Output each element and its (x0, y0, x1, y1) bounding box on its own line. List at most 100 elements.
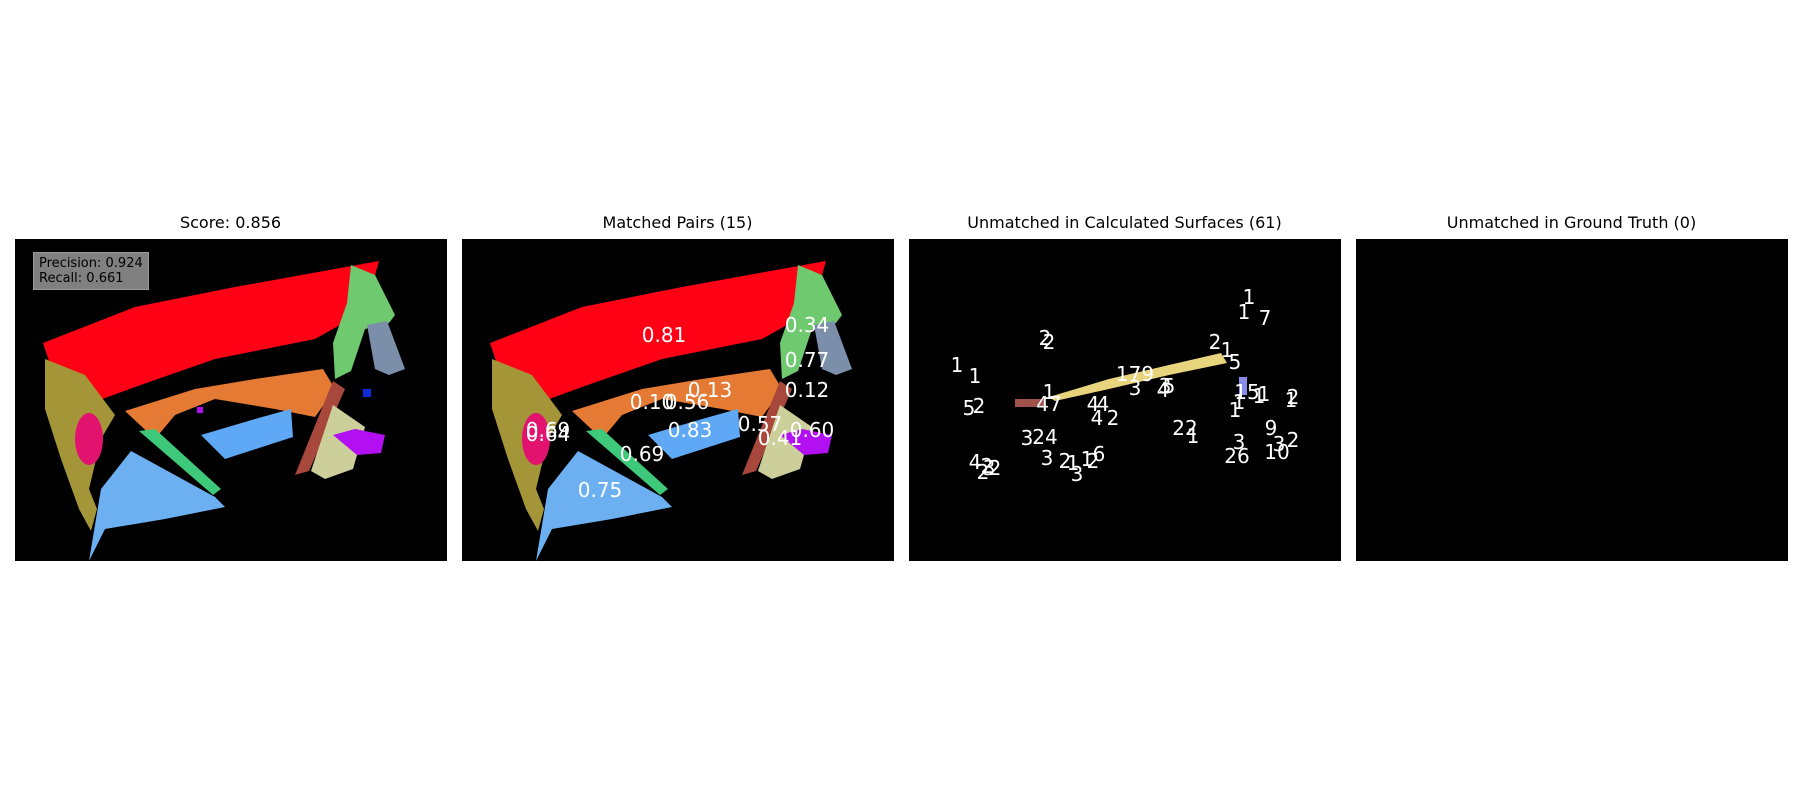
unmatched-count-label: 1 (1285, 388, 1298, 412)
unmatched-count-label: 1 (1187, 424, 1200, 448)
matched-segment-red (490, 261, 826, 409)
unmatched-count-label: 2 (1039, 326, 1052, 350)
unmatched-count-label: 3 (1129, 376, 1142, 400)
unmatched-count-label: 3 (1233, 430, 1246, 454)
unmatched-count-label: 1 (1067, 451, 1080, 475)
unmatched-count-label: 24 (1032, 425, 1057, 449)
matched-score-label: 0.77 (785, 348, 830, 372)
panel-title-unmatched-ground-truth: Unmatched in Ground Truth (0) (1446, 213, 1697, 232)
unmatched-count-label: 4 (1087, 392, 1100, 416)
segment-small-purple (197, 407, 203, 413)
matched-score-label: 0.83 (668, 418, 713, 442)
segment-teal-green (139, 429, 221, 495)
unmatched-count-label: 2 (981, 454, 994, 478)
unmatched-count-label: 1 (1238, 300, 1251, 324)
unmatched-count-label: 1 (1258, 382, 1271, 406)
unmatched-count-label: 3 (1021, 426, 1034, 450)
matched-segment-slate (814, 321, 852, 375)
unmatched-ground-truth-panel (1356, 239, 1788, 561)
matched-score-label: 0.81 (642, 323, 687, 347)
panel-title-score: Score: 0.856 (179, 213, 282, 232)
segment-green (333, 265, 395, 379)
unmatched-count-label: 26 (1224, 444, 1249, 468)
unmatched-count-label: 1 (1081, 447, 1094, 471)
recall-label: Recall: 0.661 (39, 271, 124, 286)
unmatched-count-label: 2 (973, 394, 986, 418)
unmatched-count-label: 1 (951, 353, 964, 377)
unmatched-count-label: 2 (1059, 449, 1072, 473)
segment-pink (75, 413, 103, 465)
unmatched-count-label: 2 (1043, 330, 1056, 354)
matched-score-label: 0.10 (630, 390, 675, 414)
unmatched-count-label: 9 (1265, 416, 1278, 440)
unmatched-count-label: 1 (1229, 398, 1242, 422)
unmatched-count-label: 15 (1234, 380, 1259, 404)
unmatched-count-label: 2 (1209, 330, 1222, 354)
unmatched-count-label: 4 (1157, 378, 1170, 402)
matched-score-label: 0.57 (738, 412, 783, 436)
segment-small-blue (363, 389, 371, 397)
unmatched-count-label: 3 (983, 456, 996, 480)
matched-score-label: 0.12 (785, 378, 830, 402)
segment-light-blue (89, 451, 225, 561)
unmatched-count-label: 4 (969, 450, 982, 474)
matched-score-label: 0.56 (665, 390, 710, 414)
unmatched-count-label: 47 (1036, 392, 1061, 416)
matched-segment-magenta (780, 429, 832, 455)
unmatched-count-label: 2 (989, 456, 1002, 480)
unmatched-count-label: 22 (1172, 416, 1197, 440)
matched-segment-khaki (758, 405, 812, 479)
matched-score-label: 0.64 (526, 422, 571, 446)
unmatched-count-label: 179 (1116, 362, 1154, 386)
unmatched-count-label: 2 (1087, 449, 1100, 473)
unmatched-count-label: 6 (1093, 442, 1106, 466)
unmatched-count-label: 4 (1091, 406, 1104, 430)
unmatched-count-label: 1 (1221, 338, 1234, 362)
unmatched-segment-brown-strip (1015, 399, 1045, 407)
unmatched-count-label: 10 (1264, 440, 1289, 464)
unmatched-count-label: 5 (963, 396, 976, 420)
metrics-box: Precision: 0.924 Recall: 0.661 (33, 252, 149, 290)
unmatched-count-label: 2 (1107, 406, 1120, 430)
panel-title-unmatched-calculated: Unmatched in Calculated Surfaces (61) (967, 213, 1282, 232)
matched-segment-brown (742, 381, 792, 475)
unmatched-count-label: 3 (1071, 462, 1084, 486)
unmatched-count-label: 5 (1163, 374, 1176, 398)
unmatched-segment-blue (1239, 377, 1247, 395)
matched-score-label: 0.34 (785, 313, 830, 337)
unmatched-count-label: 4 (1097, 392, 1110, 416)
matched-segment-blue-small (648, 409, 740, 459)
unmatched-count-label: 3 (1273, 432, 1286, 456)
matched-score-label: 0.60 (790, 418, 835, 442)
unmatched-count-label: 2 (1287, 385, 1300, 409)
segment-magenta (333, 429, 385, 455)
segment-blue-small (201, 409, 293, 459)
matched-segment-orange (572, 369, 782, 439)
unmatched-count-label: 3 (1041, 446, 1054, 470)
unmatched-count-label: 2 (977, 460, 990, 484)
score-segmentation-panel: Precision: 0.924 Recall: 0.661 (15, 239, 447, 561)
panel-title-matched-pairs: Matched Pairs (15) (602, 213, 753, 232)
matched-segment-teal-green (586, 429, 668, 495)
matched-score-label: 0.69 (620, 442, 665, 466)
segment-orange (125, 369, 335, 439)
precision-label: Precision: 0.924 (39, 256, 143, 271)
matched-segment-pink (522, 413, 550, 465)
unmatched-segment-yellow-strip (1049, 353, 1227, 401)
unmatched-count-label: 1 (1243, 285, 1256, 309)
matched-score-label: 0.13 (688, 378, 733, 402)
matched-score-label: 0.75 (578, 478, 623, 502)
unmatched-count-label: 1 (969, 364, 982, 388)
unmatched-count-label: 5 (1229, 350, 1242, 374)
unmatched-count-label: 1 (1043, 380, 1056, 404)
matched-score-label: 0.69 (526, 418, 571, 442)
unmatched-count-label: 2 (1287, 428, 1300, 452)
unmatched-count-label: 7 (1259, 306, 1272, 330)
segment-khaki (311, 405, 365, 479)
